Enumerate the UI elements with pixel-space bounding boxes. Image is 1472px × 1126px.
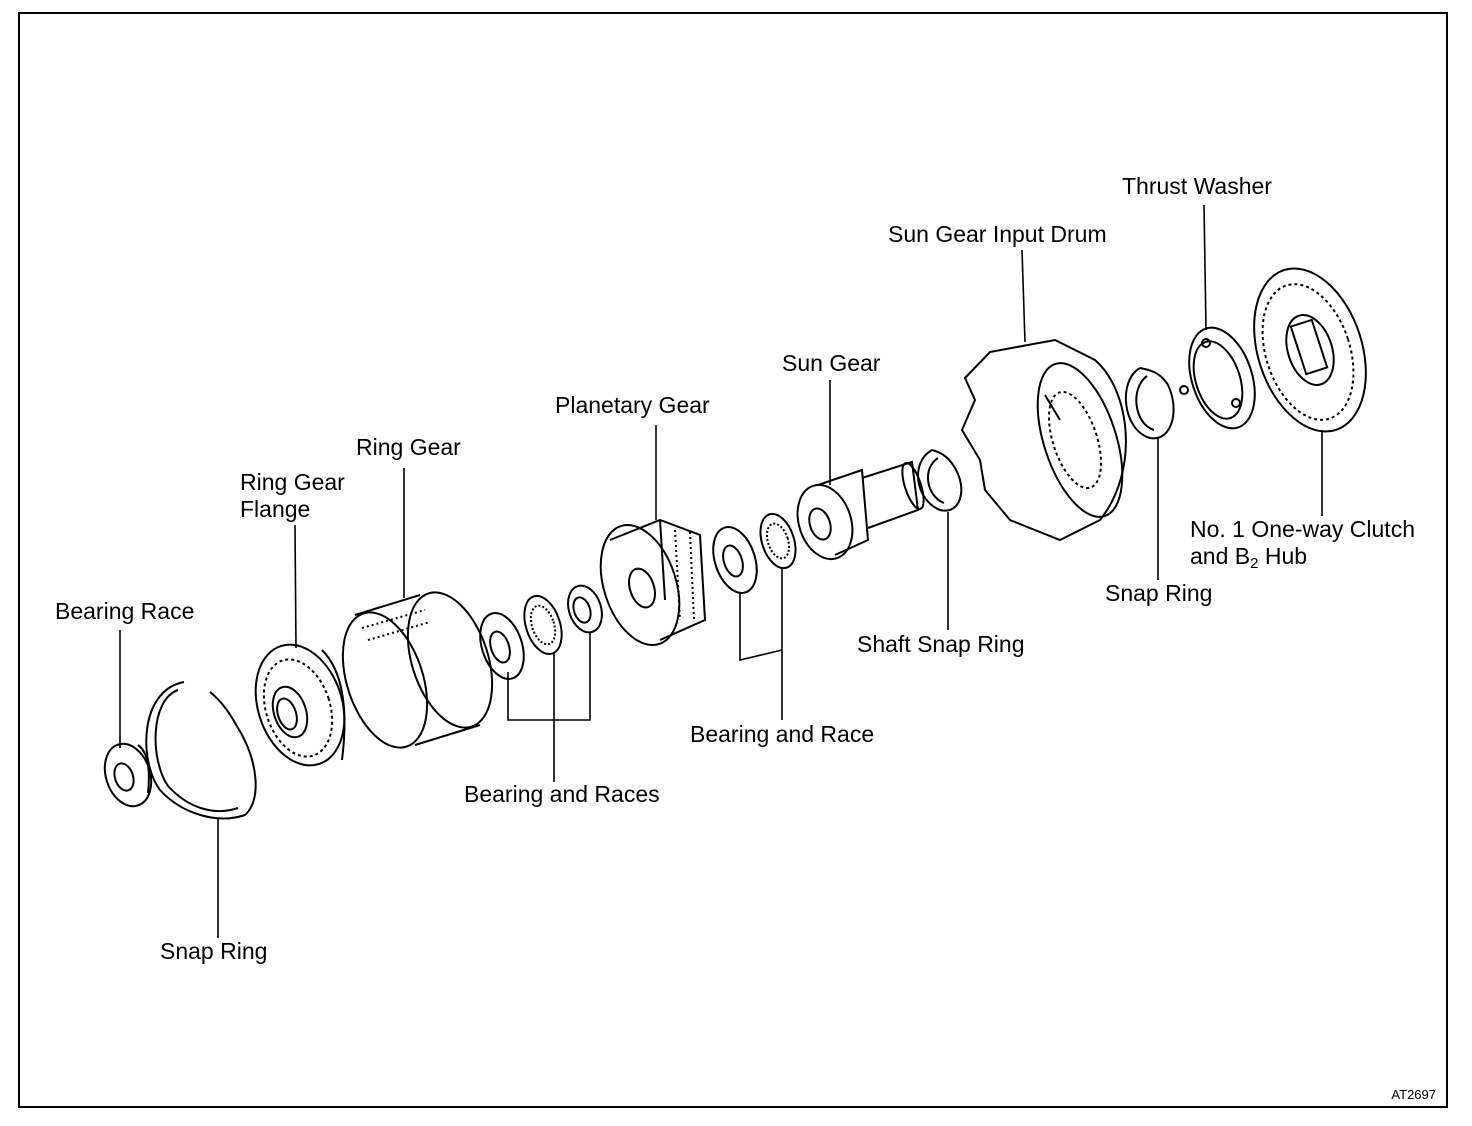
label-planetary-gear: Planetary Gear xyxy=(555,392,710,418)
label-thrust-washer: Thrust Washer xyxy=(1122,173,1272,199)
bearing-and-races-part xyxy=(479,584,603,680)
label-bearing-and-race: Bearing and Race xyxy=(690,721,875,747)
one-way-clutch-hub-part xyxy=(1253,267,1367,433)
ring-gear-part xyxy=(341,591,494,749)
sun-gear-part xyxy=(796,460,925,561)
planetary-gear-part xyxy=(599,518,707,647)
sun-gear-input-drum-part xyxy=(960,338,1127,542)
thrust-washer-part xyxy=(1179,326,1256,430)
label-bearing-race: Bearing Race xyxy=(55,598,195,624)
figure-frame xyxy=(18,12,1448,1108)
label-snap-ring-right: Snap Ring xyxy=(1105,580,1213,606)
figure-code: AT2697 xyxy=(1391,1087,1436,1102)
label-sun-gear-input-drum: Sun Gear Input Drum xyxy=(888,221,1107,247)
label-ring-gear: Ring Gear xyxy=(356,434,461,460)
label-one-way-clutch-line2: and B2 Hub xyxy=(1190,543,1308,572)
shaft-snap-ring-part xyxy=(917,449,963,512)
bearing-race-part xyxy=(103,742,153,808)
label-one-way-clutch-line1: No. 1 One-way Clutch xyxy=(1190,516,1415,542)
label-ring-gear-flange-line1: Ring Gear xyxy=(240,469,345,495)
bearing-and-race-part xyxy=(712,512,797,594)
snap-ring-right-part xyxy=(1124,367,1175,440)
label-snap-ring-left: Snap Ring xyxy=(160,938,268,964)
label-ring-gear-flange-line2: Flange xyxy=(240,496,311,522)
label-shaft-snap-ring: Shaft Snap Ring xyxy=(857,631,1025,657)
leader-lines xyxy=(119,204,1323,938)
ring-gear-flange-part xyxy=(254,643,346,767)
snap-ring-left-part xyxy=(145,681,257,820)
label-bearing-and-races: Bearing and Races xyxy=(464,781,660,807)
label-sun-gear: Sun Gear xyxy=(782,350,881,376)
